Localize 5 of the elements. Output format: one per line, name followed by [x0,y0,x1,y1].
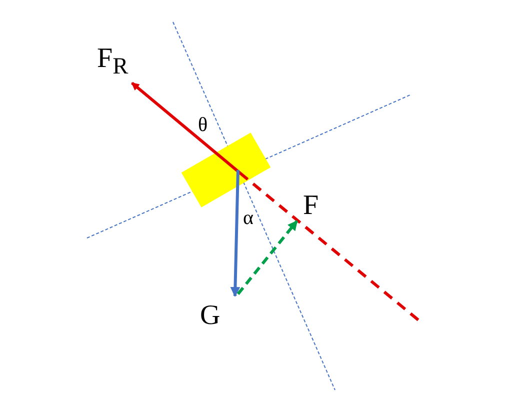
force-label: F$_{R}$ [97,45,128,79]
angle-label: α [243,208,254,228]
angle-label: θ [198,115,208,135]
force-label: G [200,302,220,330]
force-label: F [303,192,319,220]
